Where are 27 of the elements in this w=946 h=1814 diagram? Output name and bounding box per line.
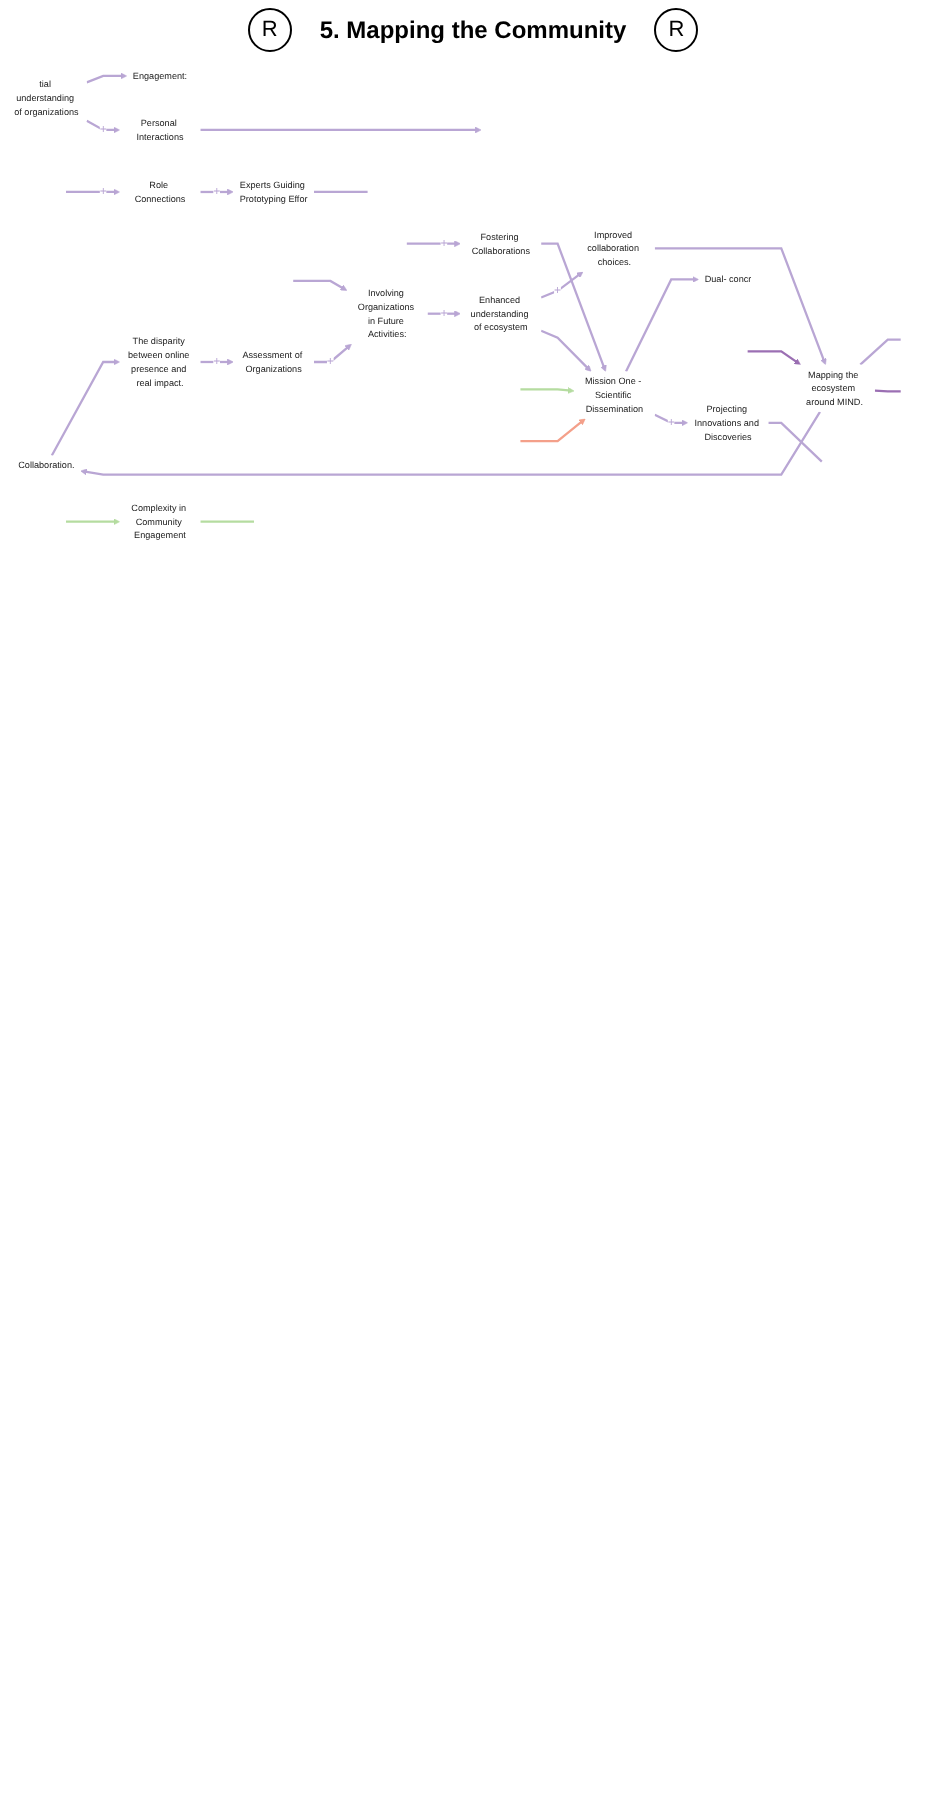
- causal-arrow: [50, 358, 120, 457]
- causal-arrow: [540, 329, 592, 372]
- causal-arrow: [66, 518, 120, 526]
- causal-arrow: [768, 421, 823, 463]
- causal-arrow: [859, 338, 901, 366]
- causal-arrow: [86, 119, 120, 134]
- causal-arrow: [747, 350, 801, 365]
- causal-arrow: [654, 247, 827, 365]
- causal-arrow: [520, 418, 586, 443]
- causal-arrow: [200, 188, 234, 196]
- causal-arrow: [540, 271, 584, 299]
- loop-marker: R: [654, 8, 699, 52]
- causal-arrow: [200, 358, 234, 366]
- causal-arrow: [427, 310, 461, 318]
- causal-arrow: [86, 72, 128, 84]
- causal-arrow: [66, 188, 120, 196]
- causal-arrow: [624, 276, 699, 372]
- causal-arrow: [520, 387, 575, 394]
- causal-arrow: [654, 413, 688, 427]
- loop-name: 5. Mapping the Community: [319, 14, 627, 48]
- causal-arrow: [541, 242, 607, 372]
- causal-arrow: [406, 240, 461, 248]
- causal-arrow: [313, 343, 352, 364]
- loop-marker: R: [247, 8, 292, 52]
- causal-arrow: [293, 279, 348, 291]
- causal-arrow: [80, 411, 821, 476]
- causal-arrow: [200, 126, 482, 134]
